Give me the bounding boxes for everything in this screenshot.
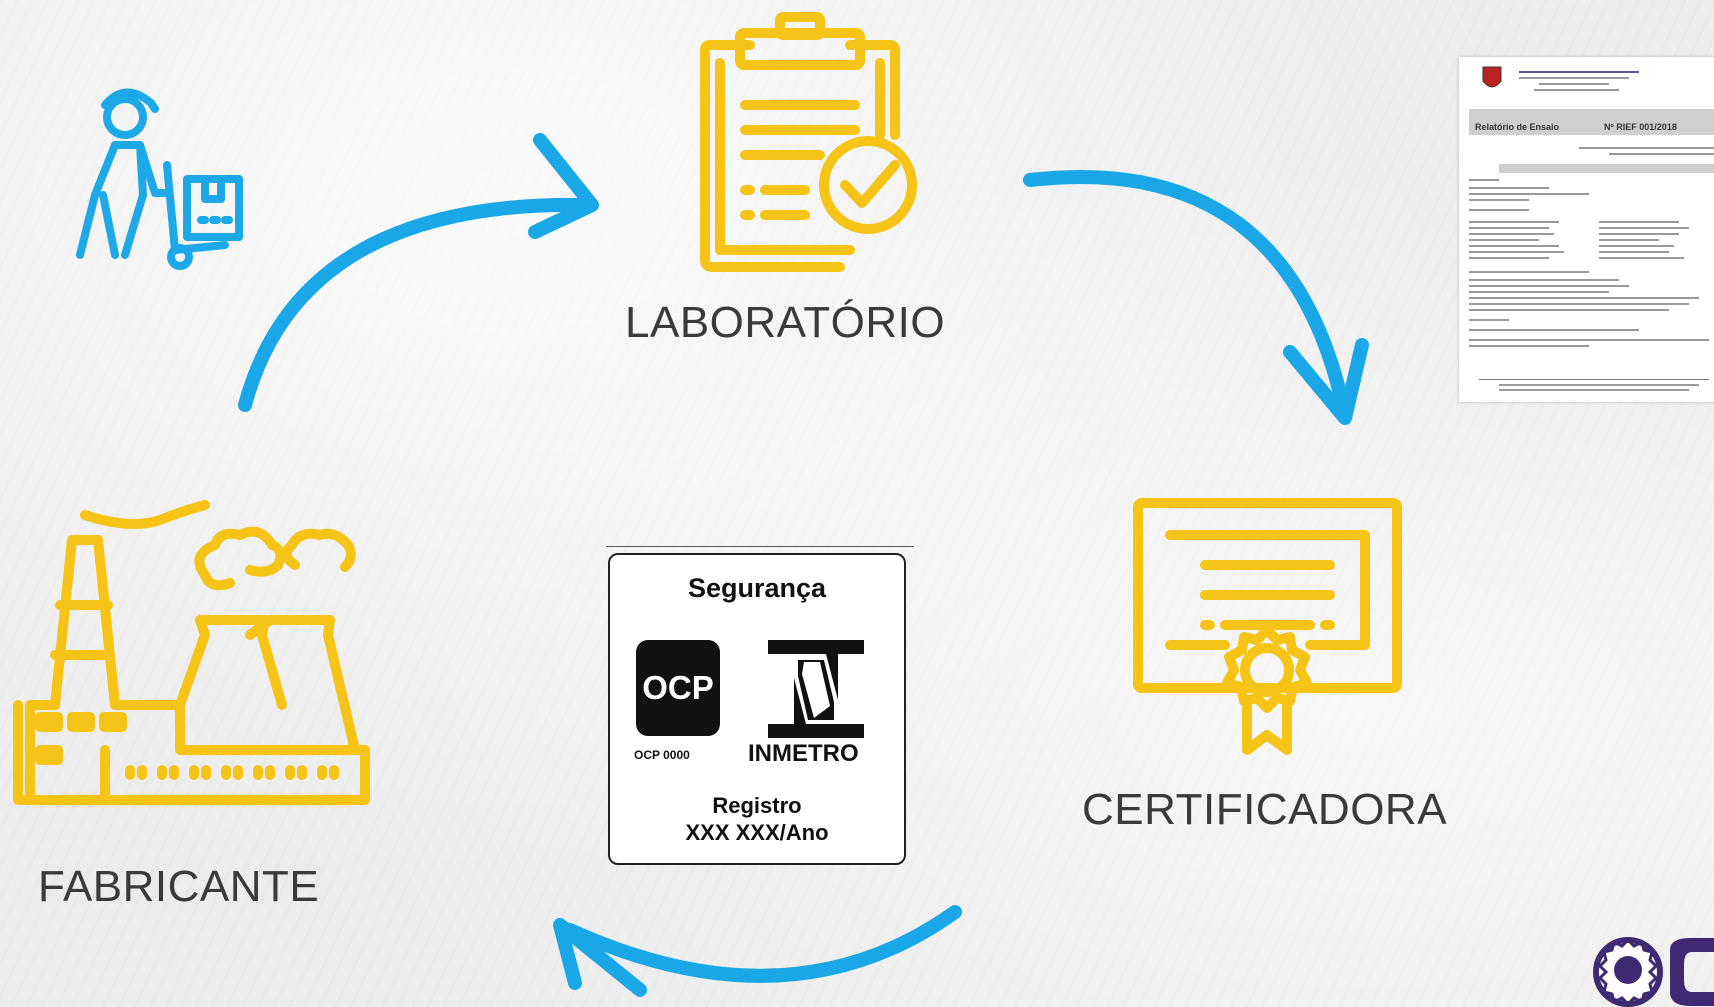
arrow-fabricante-to-laboratorio bbox=[238, 197, 592, 412]
arrow-laboratorio-to-certificadora bbox=[1023, 170, 1352, 422]
university-logo bbox=[1593, 937, 1714, 1007]
arrow-head-2 bbox=[1283, 338, 1369, 425]
registro-value: XXX XXX/Ano bbox=[685, 820, 829, 845]
arrow-head-1 bbox=[528, 133, 599, 239]
registro-label: Registro bbox=[712, 793, 802, 818]
report-title: Relatório de Ensaio bbox=[1475, 122, 1560, 132]
factory-icon bbox=[13, 500, 370, 805]
node-label-laboratorio: LABORATÓRIO bbox=[625, 298, 946, 347]
university-crest-icon bbox=[1482, 66, 1502, 88]
inmetro-seal: Segurança OCP OCP 0000 INMETRO Registro … bbox=[608, 553, 906, 865]
document-thumbnail: Relatório de Ensaio Nº RIEF 001/2018 bbox=[1459, 57, 1714, 402]
node-label-certificadora: CERTIFICADORA bbox=[1082, 785, 1448, 834]
ocp-badge: OCP bbox=[636, 640, 720, 736]
clipboard-check-icon bbox=[700, 12, 917, 272]
delivery-person-icon bbox=[76, 88, 243, 270]
certificate-icon bbox=[1133, 498, 1402, 755]
seal-divider bbox=[606, 546, 914, 547]
arrow-certificadora-to-fabricante bbox=[563, 905, 962, 983]
node-label-fabricante: FABRICANTE bbox=[38, 862, 320, 911]
ocp-text: OCP bbox=[642, 669, 714, 706]
inmetro-logo-icon bbox=[768, 640, 864, 738]
inmetro-text: INMETRO bbox=[748, 740, 859, 767]
report-number: Nº RIEF 001/2018 bbox=[1604, 122, 1677, 132]
arrow-head-3 bbox=[553, 918, 647, 997]
seal-title: Segurança bbox=[687, 573, 827, 603]
ocp-code: OCP 0000 bbox=[634, 748, 690, 762]
